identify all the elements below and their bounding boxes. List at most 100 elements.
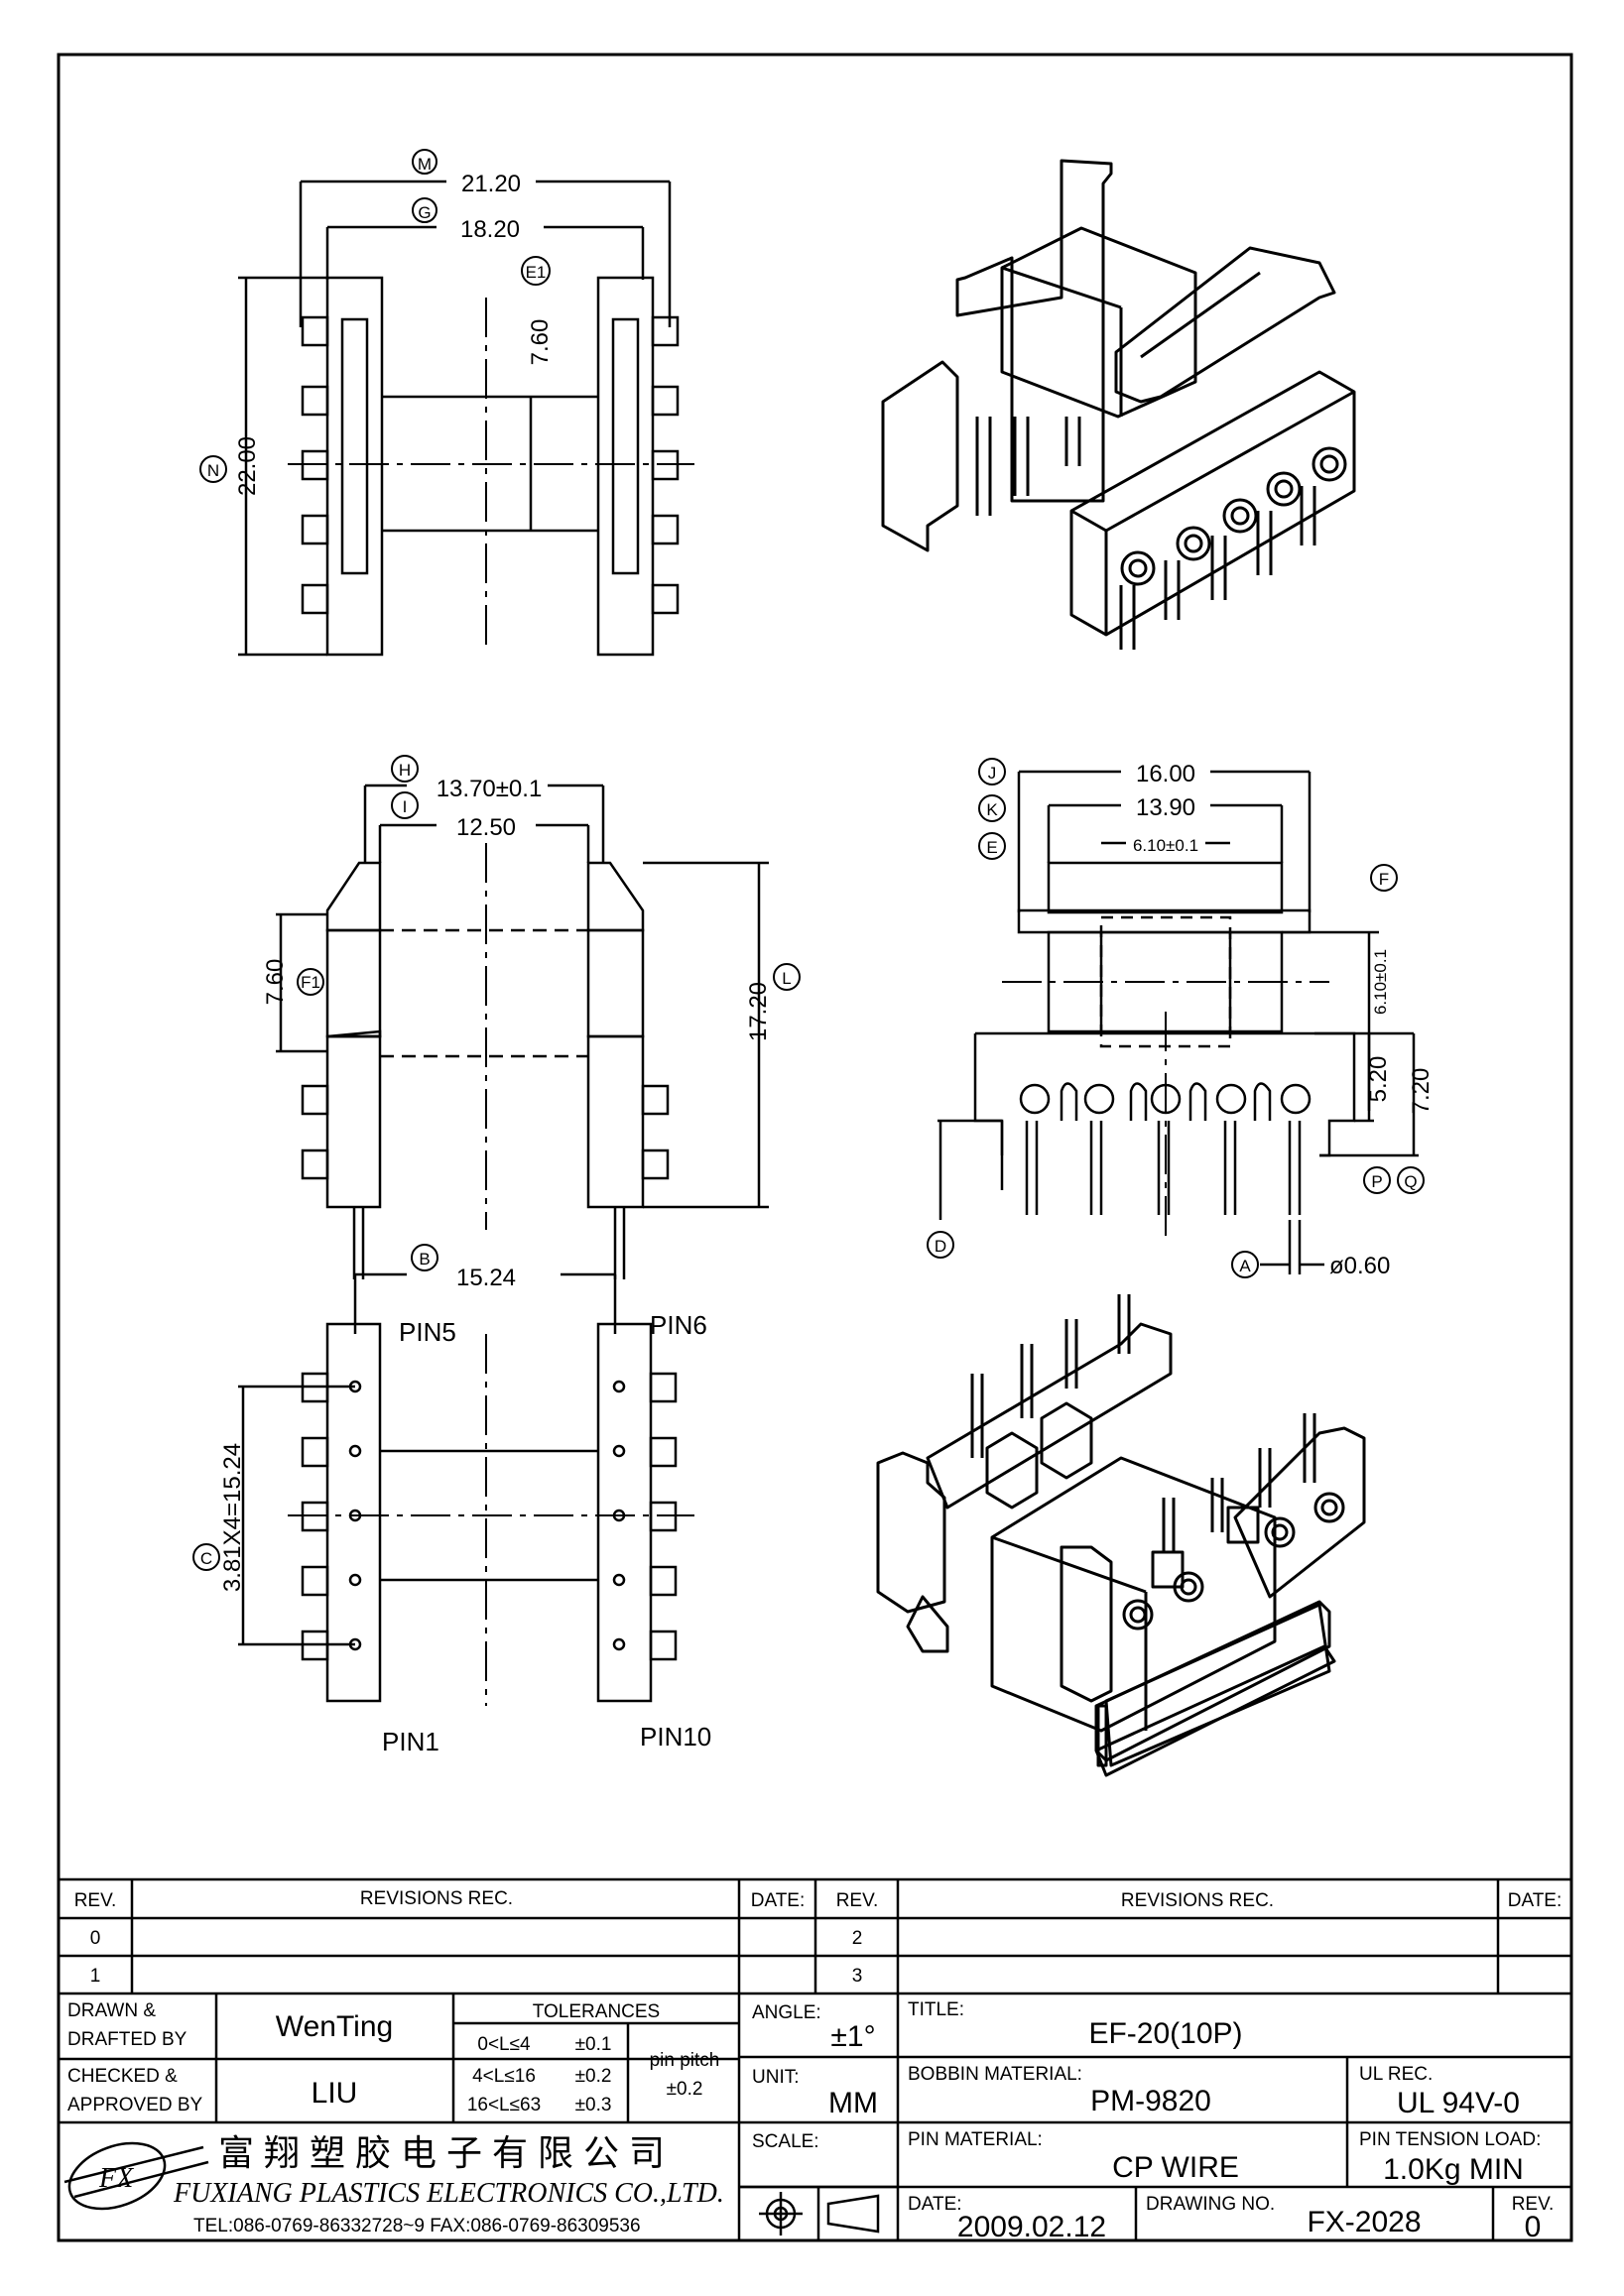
rev-label: REV. — [1512, 2194, 1555, 2215]
dim-letter-C: C — [200, 1549, 212, 1568]
dim-marker-I — [391, 791, 419, 819]
dim-I-value: 12.50 — [456, 814, 516, 841]
dim-C-value: 3.81X4=15.24 — [219, 1443, 246, 1592]
unit-label: UNIT: — [752, 2067, 800, 2088]
pin6-label: PIN6 — [650, 1310, 707, 1340]
dim-G-value: 18.20 — [460, 216, 520, 243]
tol-range-3: 16<L≤63 — [467, 2095, 541, 2115]
date-header-left: DATE: — [751, 1890, 806, 1911]
rev-value: 0 — [1525, 2211, 1542, 2243]
tolerances-title: TOLERANCES — [533, 2001, 660, 2022]
dim-letter-Q: Q — [1404, 1172, 1417, 1191]
title-label: TITLE: — [908, 1999, 964, 2020]
ul-rec-value: UL 94V-0 — [1397, 2087, 1520, 2119]
side-view — [276, 784, 769, 1279]
company-name-cn: 富翔塑胶电子有限公司 — [218, 2133, 675, 2174]
pin-tension-label: PIN TENSION LOAD: — [1359, 2129, 1541, 2150]
rev-row-0: 0 — [90, 1928, 101, 1949]
angle-value: ±1° — [830, 2020, 875, 2053]
angle-label: ANGLE: — [752, 2002, 821, 2023]
dim-letter-K: K — [986, 800, 998, 819]
dim-marker-E — [978, 832, 1006, 860]
pin1-label: PIN1 — [382, 1727, 439, 1756]
dim-letter-H: H — [399, 761, 411, 780]
pin-material-label: PIN MATERIAL: — [908, 2129, 1043, 2150]
tol-value-2: ±0.2 — [575, 2066, 612, 2087]
dim-letter-P: P — [1371, 1172, 1382, 1191]
dim-letter-M: M — [418, 155, 432, 174]
dim-marker-C — [192, 1543, 220, 1571]
dim-E1-value: 7.60 — [527, 319, 554, 366]
dim-marker-D — [927, 1231, 954, 1259]
pin-pitch-label: pin pitch — [650, 2050, 720, 2071]
revisions-header-left: REVISIONS REC. — [360, 1888, 513, 1909]
dim-P-value: 5.20 — [1365, 1056, 1392, 1103]
rev-row-3: 3 — [852, 1966, 863, 1987]
dim-letter-B: B — [419, 1250, 430, 1269]
dim-E-value: 6.10±0.1 — [1133, 836, 1198, 855]
bottom-view-labels: B 15.24 3.81X4=15.24 C PIN5 PIN6 PIN1 PI… — [192, 1244, 711, 1756]
isometric-view-bottom — [876, 1294, 1366, 1777]
dim-marker-M — [412, 149, 437, 175]
unit-value: MM — [828, 2087, 878, 2119]
dim-marker-K — [978, 794, 1006, 822]
front-view-labels: J 16.00 K 13.90 E 6.10±0.1 F 6.10±0.1 5.… — [927, 758, 1435, 1279]
dim-marker-G — [412, 197, 437, 223]
dim-letter-E1: E1 — [526, 263, 547, 282]
dim-letter-D: D — [935, 1237, 946, 1256]
logo-text: FX — [98, 2163, 134, 2194]
dim-J-value: 16.00 — [1136, 761, 1195, 787]
top-view-labels: M 21.20 G 18.20 E1 7.60 N 22.00 — [199, 149, 554, 496]
checked-label-1: CHECKED & — [67, 2066, 178, 2087]
checked-label-2: APPROVED BY — [67, 2095, 203, 2115]
isometric-view-top — [881, 159, 1356, 650]
company-contact: TEL:086-0769-86332728~9 FAX:086-0769-863… — [193, 2216, 641, 2236]
rev-header-left: REV. — [74, 1890, 117, 1911]
dim-letter-G: G — [418, 203, 431, 222]
dim-K-value: 13.90 — [1136, 794, 1195, 821]
drawn-label-1: DRAWN & — [67, 2000, 156, 2021]
company-block: FX 富翔塑胶电子有限公司 FUXIANG PLASTICS ELECTRONI… — [63, 2133, 724, 2236]
dim-F-value: 6.10±0.1 — [1371, 949, 1390, 1015]
drawn-by-value: WenTing — [276, 2010, 393, 2043]
revisions-header-right: REVISIONS REC. — [1121, 1890, 1274, 1911]
dim-L-value: 17.20 — [745, 982, 772, 1041]
bobbin-material-label: BOBBIN MATERIAL: — [908, 2064, 1082, 2085]
pin10-label: PIN10 — [640, 1722, 711, 1752]
dim-marker-E1 — [521, 256, 551, 286]
tol-range-2: 4<L≤16 — [472, 2066, 536, 2087]
dim-letter-F1: F1 — [301, 973, 320, 992]
dim-F1-value: 7.60 — [262, 959, 289, 1006]
date-label: DATE: — [908, 2194, 962, 2215]
drawing-no-label: DRAWING NO. — [1146, 2194, 1275, 2215]
sheet-border — [57, 53, 1573, 2242]
tol-value-1: ±0.1 — [575, 2034, 612, 2055]
dim-letter-N: N — [207, 461, 219, 480]
dim-marker-N — [199, 455, 227, 483]
pin-tension-value: 1.0Kg MIN — [1383, 2153, 1524, 2186]
dim-letter-E: E — [986, 838, 997, 857]
rev-row-1: 1 — [90, 1966, 101, 1987]
company-name-en: FUXIANG PLASTICS ELECTRONICS CO.,LTD. — [173, 2178, 724, 2209]
dim-B-value: 15.24 — [456, 1265, 516, 1291]
dim-letter-I: I — [403, 797, 408, 816]
bobbin-material-value: PM-9820 — [1090, 2085, 1211, 2117]
company-logo: FX — [63, 2141, 209, 2211]
checked-by-value: LIU — [312, 2077, 358, 2110]
dim-A-value: ø0.60 — [1329, 1253, 1390, 1279]
dim-marker-F — [1370, 864, 1398, 892]
date-header-right: DATE: — [1508, 1890, 1562, 1911]
date-value: 2009.02.12 — [957, 2211, 1106, 2243]
side-view-labels: H 13.70±0.1 I 12.50 7.60 F1 17.20 L — [262, 755, 801, 1041]
dim-letter-J: J — [988, 764, 997, 783]
front-view — [937, 770, 1419, 1274]
bottom-view — [238, 1272, 694, 1706]
title-block-text: REV. REVISIONS REC. DATE: REV. REVISIONS… — [67, 1888, 1562, 2243]
drawn-label-2: DRAFTED BY — [67, 2029, 187, 2050]
pin5-label: PIN5 — [399, 1317, 456, 1347]
scale-label: SCALE: — [752, 2131, 819, 2152]
ul-rec-label: UL REC. — [1359, 2064, 1433, 2085]
dim-H-value: 13.70±0.1 — [437, 776, 543, 802]
dim-marker-Q — [1397, 1166, 1425, 1194]
